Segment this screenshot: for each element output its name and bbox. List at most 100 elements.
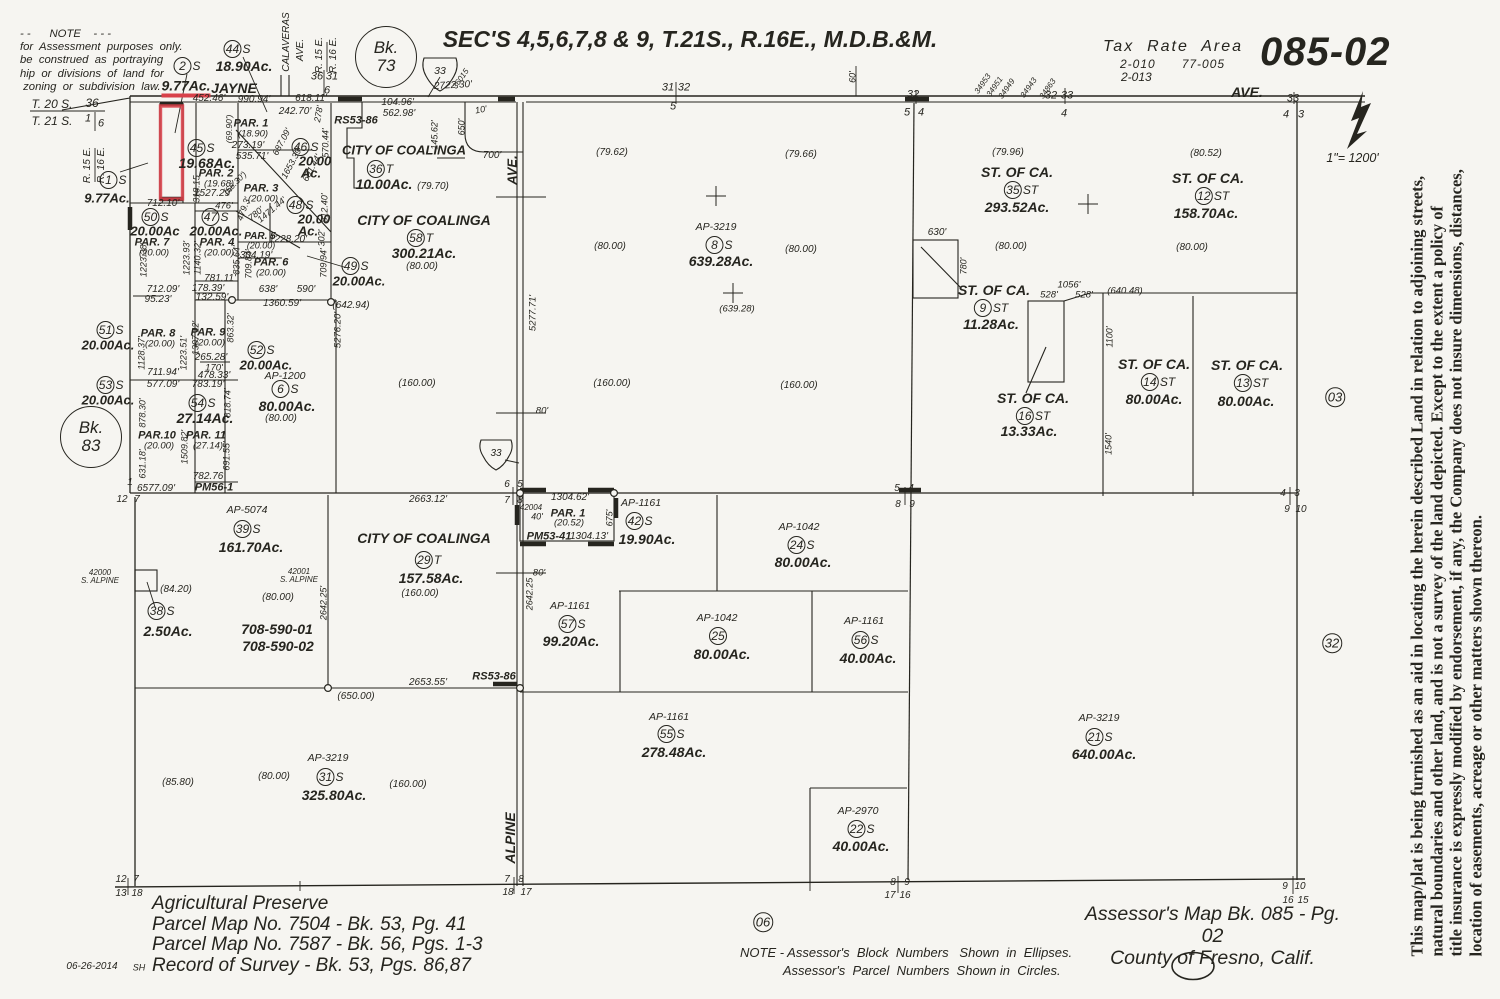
map-label: 80': [535, 405, 549, 417]
map-label: JAYNE: [211, 80, 257, 96]
map-label: PAR. 8: [140, 327, 176, 340]
map-label: 700': [482, 150, 502, 161]
map-label: R. 15 E.: [314, 36, 325, 74]
map-label: 2663.12': [408, 494, 448, 505]
parcel-number-suffix: S: [335, 770, 344, 784]
map-label: R. 15 E.: [82, 146, 93, 184]
map-label: 6577.09': [136, 483, 176, 494]
parcel-number-circle: 9: [973, 299, 992, 317]
map-label: 31: [661, 81, 675, 94]
parcel-number-circle: 52: [247, 341, 266, 359]
note-block: - - NOTE - - - for Assessment purposes o…: [20, 28, 183, 93]
map-label: 20.00Ac.: [189, 223, 243, 239]
map-label: 812.40': [319, 193, 330, 223]
map-label: 33: [1286, 92, 1300, 105]
parcel-number-suffix: T: [425, 231, 434, 245]
map-label: 630': [927, 227, 947, 238]
map-label: 1223.51': [178, 335, 189, 371]
map-label: 535.71': [235, 151, 269, 162]
map-label: 12: [116, 494, 128, 505]
map-label: 36: [85, 96, 99, 110]
parcel-number-suffix: ST: [992, 301, 1009, 315]
map-label: CITY OF COALINGA: [357, 530, 491, 546]
map-label: 4: [908, 483, 914, 494]
map-label: PAR. 2: [198, 167, 234, 180]
monument-circles: [228, 296, 618, 692]
parcel-number-suffix: S: [1104, 730, 1113, 744]
map-label: 781.11': [204, 273, 236, 284]
map-label: (79.70): [417, 181, 449, 192]
parcel-number-circle: 24: [787, 536, 806, 554]
parcel-number-circle: 53: [96, 376, 115, 394]
map-label: 20.00Ac.: [239, 357, 293, 373]
map-label: S. ALPINE: [81, 576, 119, 585]
map-label: (160.00): [401, 588, 439, 599]
map-label: 9: [904, 877, 910, 888]
map-label: 20.00: [297, 211, 331, 227]
map-label: (80.00): [995, 241, 1027, 252]
map-label: AVE.: [295, 38, 306, 62]
map-label: T. 21 S.: [31, 114, 73, 128]
parcel-number-suffix: S: [115, 323, 124, 337]
map-label: PM53-41: [526, 530, 572, 543]
parcel-number-circle: 03: [1325, 387, 1345, 407]
map-label: S. ALPINE: [280, 575, 318, 584]
map-label: AP-2970: [837, 804, 879, 817]
map-label: 528': [1075, 289, 1093, 301]
map-label: SH: [132, 962, 146, 973]
map-label: (20.00): [203, 247, 235, 259]
map-label: 80.00Ac.: [1125, 391, 1183, 407]
map-label: 18.90Ac.: [215, 58, 273, 74]
tax-rate-area-codes: 2-013: [1121, 70, 1152, 84]
parcel-number-circle: 2: [173, 57, 192, 75]
map-label: 6: [97, 117, 105, 130]
map-label: (18.90): [237, 128, 269, 140]
parcel-number-circle: 56: [851, 631, 870, 649]
map-label: PAR. 9: [190, 326, 226, 339]
map-label: ST. OF CA.: [980, 164, 1054, 180]
north-arrow-icon: [1347, 91, 1371, 149]
parcel-number-circle: 36: [366, 160, 385, 178]
map-label: PAR. 1: [550, 507, 586, 520]
map-label: 1304.13': [569, 531, 609, 542]
map-label: PM56-1: [194, 481, 234, 494]
parcel-number-circle: 45: [187, 139, 206, 157]
map-label: 13.33Ac.: [1000, 423, 1058, 439]
map-label: 1100': [1104, 326, 1115, 348]
map-label: 863.32': [225, 313, 236, 343]
map-label: 9: [909, 499, 915, 510]
map-label: RS53-86: [472, 670, 516, 683]
parcel-number-circle: 21: [1085, 728, 1104, 746]
parcel-number-circle: 13: [1233, 374, 1252, 392]
scale-label: 1"= 1200': [1326, 151, 1379, 165]
map-label: ST. OF CA.: [1210, 357, 1284, 373]
parcel-number-suffix: S: [266, 343, 275, 357]
map-label: 33: [434, 64, 446, 77]
map-label: PAR.10: [138, 429, 176, 442]
map-label: PAR. 7: [134, 236, 170, 249]
map-label: 161.70Ac.: [218, 539, 284, 555]
map-label: 6: [504, 479, 510, 490]
map-label: AVE.: [1231, 84, 1263, 100]
map-label: 95.23': [144, 294, 172, 305]
map-label: (160.00): [593, 378, 631, 389]
map-label: (79.66): [785, 149, 817, 160]
parcel-number-circle: 22: [847, 820, 866, 838]
map-label: 5: [669, 100, 677, 113]
map-label: (80.52): [1190, 148, 1222, 159]
